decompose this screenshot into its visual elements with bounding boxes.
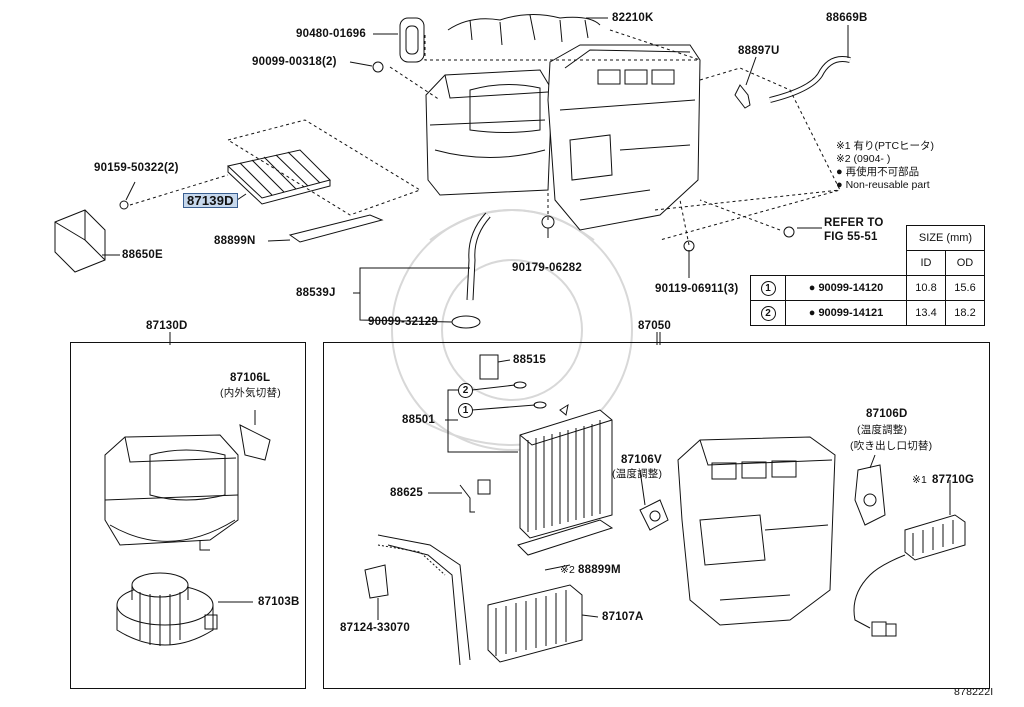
blower-case-top [425, 69, 553, 196]
note-2: ※2 (0904- ) [836, 153, 891, 165]
size-table: SIZE (mm) ID OD 1 ● 90099-14120 10.8 15.… [750, 225, 985, 326]
label-87710g-mark: ※1 [912, 474, 928, 486]
size-header: SIZE (mm) [906, 225, 985, 251]
label-88625[interactable]: 88625 [390, 487, 423, 499]
label-87050[interactable]: 87050 [638, 320, 671, 332]
servo-87106v [639, 499, 669, 531]
label-88899m-mark: ※2 [560, 564, 576, 576]
label-87139d[interactable]: 87139D [183, 193, 238, 208]
diagram-id: 878222I [954, 686, 994, 698]
blower-motor [116, 572, 218, 646]
table-row: 1 ● 90099-14120 10.8 15.6 [750, 275, 985, 301]
label-88899m[interactable]: 88899M [578, 564, 621, 576]
control-module [54, 209, 106, 273]
circle-1-marker: 1 [458, 403, 473, 418]
label-88515[interactable]: 88515 [513, 354, 546, 366]
part-number[interactable]: 90099-14121 [818, 307, 884, 319]
circle-2-marker: 2 [760, 305, 776, 321]
label-87106l[interactable]: 87106L [230, 372, 271, 384]
evaporator [519, 409, 613, 539]
note-4: ● Non-reusable part [836, 179, 930, 191]
label-88669b[interactable]: 88669B [826, 12, 868, 24]
label-refer-2[interactable]: FIG 55-51 [824, 231, 878, 243]
col-od: OD [945, 250, 985, 276]
evap-cover [517, 519, 614, 556]
heater-unit-case [677, 436, 836, 626]
col-id: ID [906, 250, 946, 276]
label-82210k[interactable]: 82210K [612, 12, 654, 24]
filter [226, 149, 331, 205]
circle-1-marker: 1 [760, 280, 776, 296]
label-87106d-sub1: (温度調整) [857, 424, 908, 436]
table-row: 2 ● 90099-14121 13.4 18.2 [750, 300, 985, 326]
label-87107a[interactable]: 87107A [602, 611, 644, 623]
ptc-wire [853, 554, 906, 629]
part-number[interactable]: 90099-14120 [818, 282, 884, 294]
note-1: ※1 有り(PTCヒータ) [836, 140, 935, 152]
label-88899n[interactable]: 88899N [214, 235, 256, 247]
label-87710g[interactable]: 87710G [932, 474, 975, 486]
drain-hose [769, 56, 851, 103]
notes-block: ※1 有り(PTCヒータ) ※2 (0904- ) ● 再使用不可部品 ● No… [836, 140, 934, 192]
label-90480-01696[interactable]: 90480-01696 [296, 28, 366, 40]
bullet-icon: ● [808, 282, 816, 294]
heater-section-box [323, 342, 990, 689]
grommet [399, 17, 425, 63]
bullet-icon: ● [836, 179, 843, 191]
blower-section-box [70, 342, 306, 689]
servo-87106l [239, 424, 271, 461]
harness [447, 14, 601, 46]
label-90099-32129[interactable]: 90099-32129 [368, 316, 438, 328]
screw [372, 61, 384, 73]
sensor [734, 84, 751, 109]
heater-core [487, 584, 583, 663]
heater-pipes [377, 534, 471, 666]
label-88650e[interactable]: 88650E [122, 249, 163, 261]
label-90179-06282[interactable]: 90179-06282 [512, 262, 582, 274]
filter-frame [226, 119, 422, 216]
blower-assembly [104, 434, 239, 551]
bullet-icon: ● [808, 307, 816, 319]
label-87103b[interactable]: 87103B [258, 596, 300, 608]
label-90159-50322[interactable]: 90159-50322(2) [94, 162, 179, 174]
label-87106v[interactable]: 87106V [621, 454, 662, 466]
label-88539j[interactable]: 88539J [296, 287, 336, 299]
label-88501[interactable]: 88501 [402, 414, 435, 426]
pipe-clamp [364, 564, 389, 599]
label-90119-06911[interactable]: 90119-06911(3) [655, 283, 739, 295]
ptc-heater [904, 514, 966, 561]
size-id: 13.4 [906, 300, 946, 326]
note-3: ● 再使用不可部品 [836, 166, 920, 178]
expansion-valve [479, 354, 499, 380]
size-od: 15.6 [945, 275, 985, 301]
filter-cover [288, 214, 384, 243]
label-87124-33070[interactable]: 87124-33070 [340, 622, 410, 634]
heater-unit-top [547, 44, 701, 231]
size-od: 18.2 [945, 300, 985, 326]
sensor-88625 [459, 484, 475, 513]
label-87106v-sub: (温度調整) [612, 468, 663, 480]
label-87106d[interactable]: 87106D [866, 408, 908, 420]
grommet-2 [451, 315, 481, 329]
label-87106d-sub2: (吹き出し口切替) [850, 440, 933, 452]
label-90099-00318[interactable]: 90099-00318(2) [252, 56, 337, 68]
label-87106l-sub: (内外気切替) [220, 387, 281, 399]
label-88897u[interactable]: 88897U [738, 45, 780, 57]
size-id: 10.8 [906, 275, 946, 301]
label-87130d[interactable]: 87130D [146, 320, 188, 332]
bullet-icon: ● [836, 166, 843, 178]
label-refer-1[interactable]: REFER TO [824, 217, 884, 229]
circle-2-marker: 2 [458, 383, 473, 398]
servo-87106d [854, 464, 886, 526]
